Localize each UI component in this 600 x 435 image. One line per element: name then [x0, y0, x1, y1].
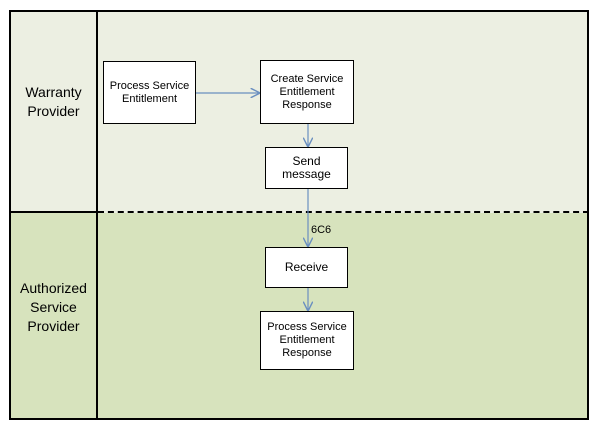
- lane-header-separator: [9, 211, 98, 213]
- node-send-message: Send message: [265, 147, 348, 189]
- lane-boundary-dashed: [98, 211, 589, 213]
- node-receive: Receive: [265, 247, 348, 288]
- lane-header-divider: [96, 10, 98, 420]
- node-create-service-entitlement-response: Create Service Entitlement Response: [260, 60, 354, 124]
- node-process-service-entitlement-response: Process Service Entitlement Response: [260, 311, 354, 370]
- lane-label-authorized-service-provider: Authorized Service Provider: [20, 280, 87, 334]
- edge-label-message: 6C6: [311, 224, 332, 236]
- node-process-service-entitlement: Process Service Entitlement: [103, 61, 196, 124]
- swimlane-frame: [9, 10, 589, 420]
- lane-label-warranty-provider: Warranty Provider: [25, 84, 82, 119]
